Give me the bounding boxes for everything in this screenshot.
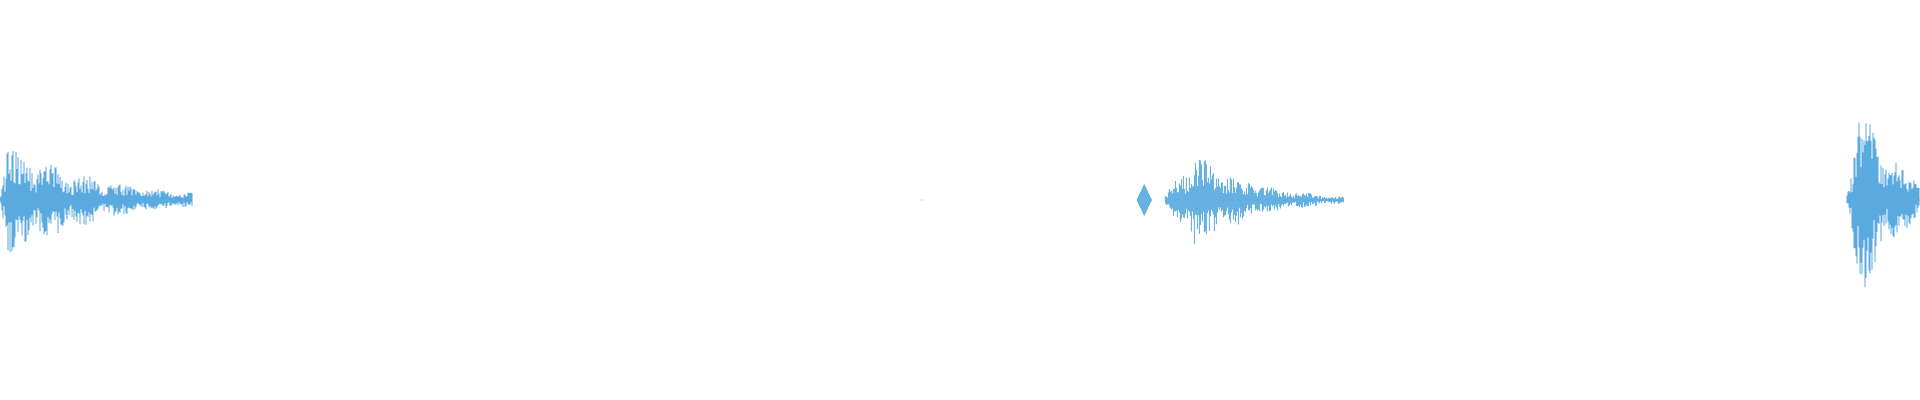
audio-waveform — [0, 122, 1920, 288]
waveform-canvas — [0, 122, 1920, 288]
